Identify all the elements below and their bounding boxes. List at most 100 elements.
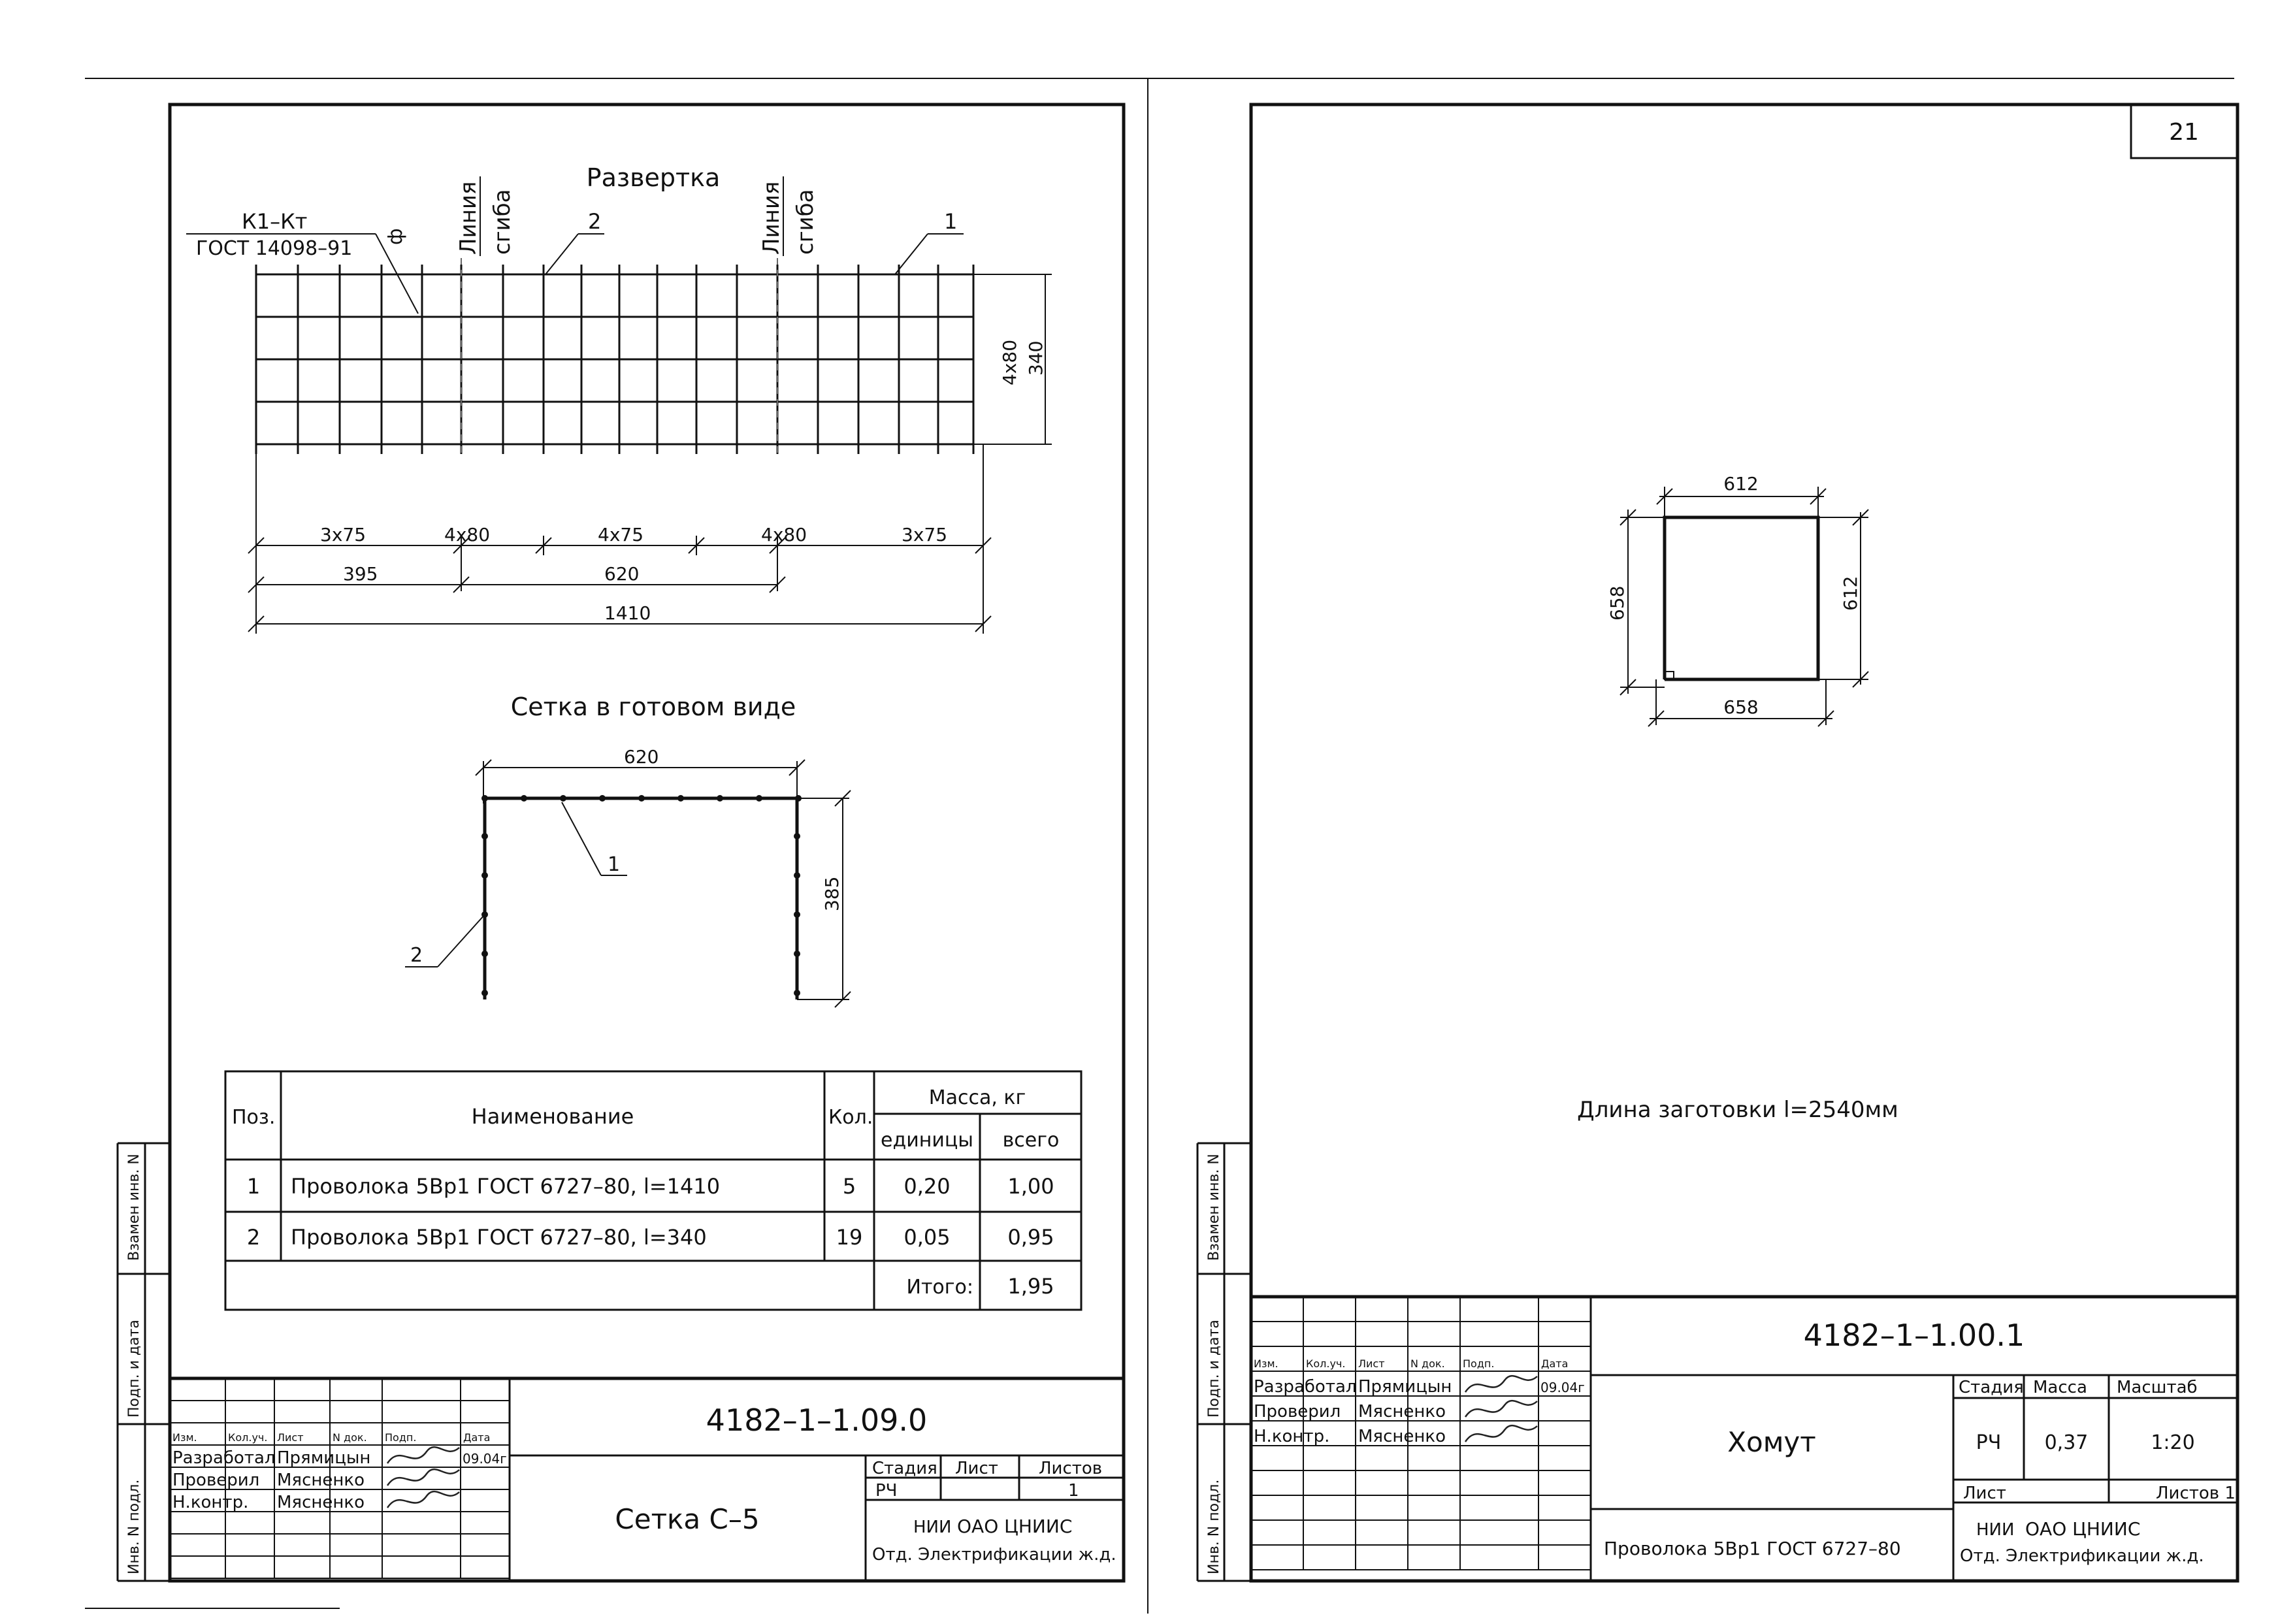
right-side-label-inventory: Инв. N подл. (1206, 1480, 1222, 1574)
right-tb-role: Разработал (1254, 1377, 1357, 1397)
finished-dim-side: 385 (821, 877, 843, 911)
right-tb-name: Прямицын (1358, 1377, 1452, 1397)
finished-pos-2: 2 (410, 944, 423, 967)
right-scale-value: 1:20 (2151, 1431, 2194, 1454)
right-side-label-replaces: Взамен инв. N (1206, 1154, 1222, 1261)
right-doc-number: 4182–1–1.00.1 (1804, 1318, 2025, 1353)
dim-4x80-left: 4х80 (444, 524, 490, 545)
bar-section-dot (794, 990, 800, 996)
left-tb-hdr: Кол.уч. (228, 1431, 267, 1444)
spec-col-mass: Масса, кг (929, 1086, 1026, 1109)
left-side-strip: Взамен инв. N Подп. и дата Инв. N подл. (116, 1142, 170, 1582)
side-label-inventory: Инв. N подл. (126, 1480, 142, 1574)
dim-395: 395 (343, 563, 378, 585)
right-scale-label: Масштаб (2117, 1378, 2198, 1397)
finished-mesh: 620 385 1 2 (405, 746, 851, 1008)
right-mass-value: 0,37 (2045, 1431, 2089, 1454)
right-tb-signature (1464, 1425, 1538, 1442)
bar-section-dot (481, 950, 488, 957)
weld-label: К1–Кт (242, 209, 307, 234)
spec-col-unit: единицы (881, 1129, 973, 1152)
spec-row2-total: 0,95 (1007, 1225, 1054, 1250)
spec-col-total: всего (1003, 1129, 1060, 1152)
bar-section-dot (481, 990, 488, 996)
spec-row1-name: Проволока 5Вр1 ГОСТ 6727–80, l=1410 (291, 1174, 720, 1199)
left-tb-hdr: Подп. (385, 1431, 416, 1444)
unfold-pos-1: 1 (944, 209, 957, 234)
finished-title: Сетка в готовом виде (511, 692, 796, 721)
side-label-sign-date: Подп. и дата (126, 1320, 142, 1418)
left-sheets-value: 1 (1068, 1481, 1079, 1501)
right-org-logo: НИИ (1976, 1520, 2014, 1540)
spec-row1-qty: 5 (843, 1174, 856, 1199)
unfold-pos-2: 2 (588, 209, 601, 234)
right-stage-label: Стадия (1959, 1378, 2024, 1397)
spec-col-name: Наименование (472, 1104, 634, 1129)
finished-dim-top: 620 (624, 746, 659, 768)
right-tb-name: Мясненко (1358, 1402, 1446, 1421)
spec-row1-pos: 1 (247, 1174, 260, 1199)
bar-section-dot (794, 833, 800, 839)
left-tb-signature (386, 1446, 460, 1464)
right-org-name: ОАО ЦНИИС (2025, 1518, 2140, 1540)
left-sheet: Взамен инв. N Подп. и дата Инв. N подл. … (116, 103, 1126, 1583)
right-tb-hdr: Кол.уч. (1306, 1357, 1345, 1370)
left-sheets-label: Листов (1039, 1459, 1102, 1478)
left-frame (168, 103, 1126, 1583)
dim-620: 620 (604, 563, 639, 585)
weld-standard: ГОСТ 14098–91 (196, 237, 352, 260)
side-label-replaces: Взамен инв. N (126, 1154, 142, 1261)
dim-3x75-left: 3х75 (320, 524, 366, 545)
spec-col-pos: Поз. (232, 1106, 275, 1129)
finished-pos-1: 1 (608, 853, 620, 876)
blank-length-note: Длина заготовки l=2540мм (1577, 1097, 1898, 1123)
bend-line-label-left-2: сгиба (489, 189, 515, 255)
right-tb-role: Проверил (1254, 1402, 1341, 1421)
left-org-dept: Отд. Электрификации ж.д. (872, 1545, 1116, 1565)
clamp-dim-bottom: 658 (1723, 696, 1758, 718)
spec-total-value: 1,95 (1007, 1274, 1054, 1299)
left-tb-role: Разработал (172, 1448, 276, 1468)
dim-1410: 1410 (604, 602, 651, 624)
left-tb-hdr: N док. (333, 1431, 367, 1444)
right-tb-hdr: N док. (1410, 1357, 1445, 1370)
dim-vertical-inner: 4х80 (999, 340, 1020, 385)
left-org-name: ОАО ЦНИИС (957, 1516, 1072, 1537)
left-stage-label: Стадия (872, 1459, 937, 1478)
left-tb-hdr: Лист (277, 1431, 304, 1444)
bar-section-dot (560, 795, 566, 802)
right-side-strip: Взамен инв. N Подп. и дата Инв. N подл. (1196, 1142, 1251, 1582)
unfold-title: Развертка (587, 163, 721, 192)
spec-row2-unit: 0,05 (903, 1225, 950, 1250)
left-sheet-label: Лист (955, 1459, 998, 1478)
right-tb-hdr: Подп. (1463, 1357, 1494, 1370)
unfold-dimensions: 3х75 4х80 4х75 4х80 3х75 395 620 1410 (248, 444, 992, 634)
right-stage-value: РЧ (1976, 1431, 2002, 1454)
left-doc-number: 4182–1–1.09.0 (706, 1403, 928, 1438)
left-tb-role: Н.контр. (172, 1493, 248, 1512)
spec-col-qty: Кол. (828, 1106, 873, 1129)
right-sheet-label: Лист (1963, 1484, 2006, 1503)
left-tb-name: Мясненко (277, 1493, 365, 1512)
spec-row2-pos: 2 (247, 1225, 260, 1250)
dim-3x75-right: 3х75 (902, 524, 947, 545)
right-tb-name: Мясненко (1358, 1427, 1446, 1446)
spec-table: Поз. Наименование Кол. Масса, кг единицы… (224, 1070, 1082, 1311)
left-stage-value: РЧ (875, 1481, 898, 1501)
right-frame (1249, 103, 2239, 1583)
right-org-dept: Отд. Электрификации ж.д. (1960, 1546, 2204, 1566)
bar-section-dot (677, 795, 684, 802)
left-title: Сетка С–5 (615, 1503, 759, 1535)
bend-line-label-right-2: сгиба (792, 189, 819, 255)
right-tb-hdr: Дата (1541, 1357, 1568, 1370)
bar-section-dot (638, 795, 645, 802)
right-tb-signature (1464, 1400, 1538, 1418)
page-number-box (2130, 103, 2239, 159)
bend-line-label-right-1: Линия (758, 182, 785, 255)
right-tb-role: Н.контр. (1254, 1427, 1329, 1446)
clamp-dim-left: 658 (1606, 586, 1628, 621)
dim-vertical-outer: 340 (1025, 341, 1047, 376)
